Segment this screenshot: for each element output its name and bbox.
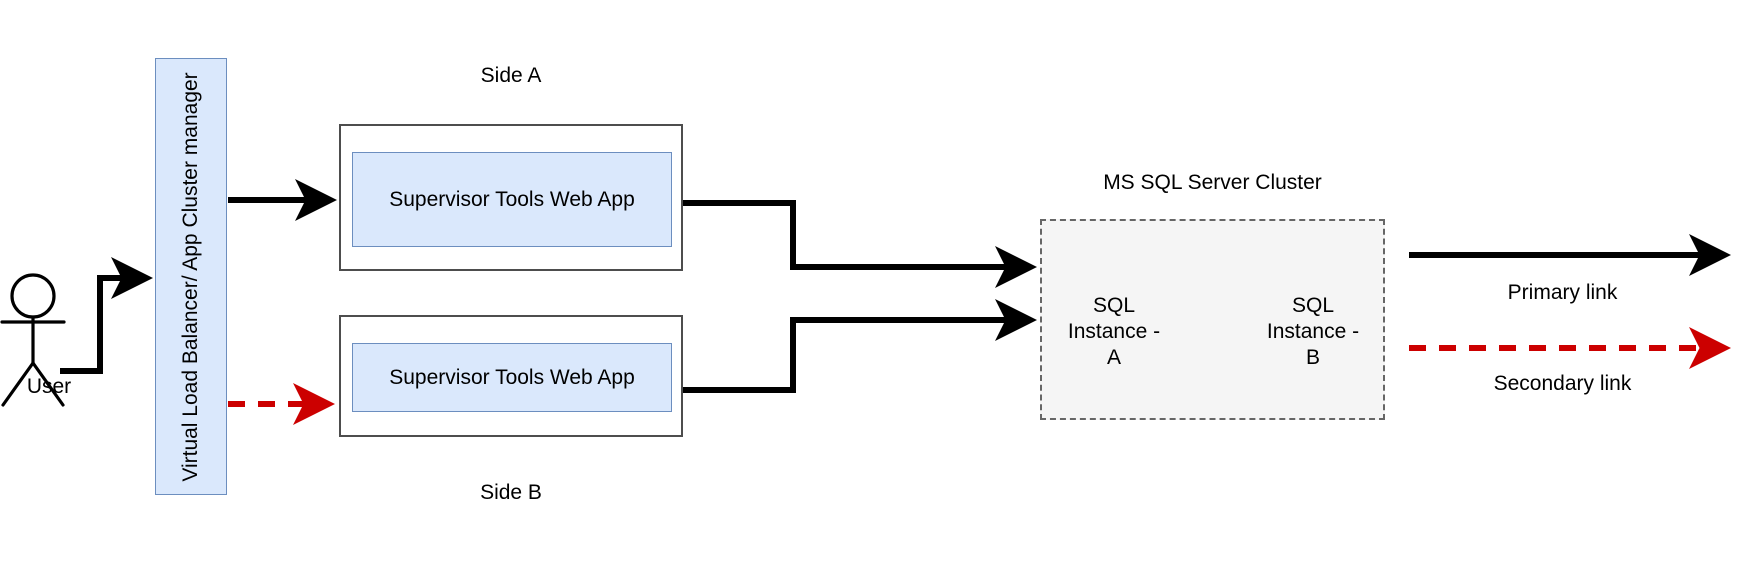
virtual-load-balancer-node[interactable]: Virtual Load Balancer/ App Cluster manag… <box>155 58 227 495</box>
sql-cluster-container <box>1040 219 1385 420</box>
link-app-b-to-sql-cluster <box>683 299 1037 393</box>
stick-figure-user-icon <box>0 273 66 407</box>
user-left-leg <box>1 361 35 407</box>
user-right-leg <box>31 361 65 407</box>
link-user-to-load-balancer <box>60 257 153 374</box>
legend-secondary-link-label: Secondary link <box>1493 372 1632 395</box>
link-app-a-to-sql-cluster <box>683 200 1037 288</box>
user-head <box>10 273 56 319</box>
user-label: User <box>26 375 72 398</box>
side-a-web-app-node[interactable]: Supervisor Tools Web App <box>352 152 672 247</box>
side-a-web-app-label: Supervisor Tools Web App <box>389 187 635 211</box>
side-a-label: Side A <box>480 64 542 87</box>
sql-instance-a-label: SQL Instance - A <box>1067 294 1161 369</box>
load-balancer-label: Virtual Load Balancer/ App Cluster manag… <box>179 71 202 482</box>
side-b-web-app-label: Supervisor Tools Web App <box>389 365 635 389</box>
legend-primary-link-label: Primary link <box>1507 281 1618 304</box>
sql-cluster-title: MS SQL Server Cluster <box>1103 171 1322 194</box>
sql-instance-b-label: SQL Instance - B <box>1266 294 1360 369</box>
side-b-web-app-node[interactable]: Supervisor Tools Web App <box>352 343 672 412</box>
side-b-label: Side B <box>480 481 542 504</box>
